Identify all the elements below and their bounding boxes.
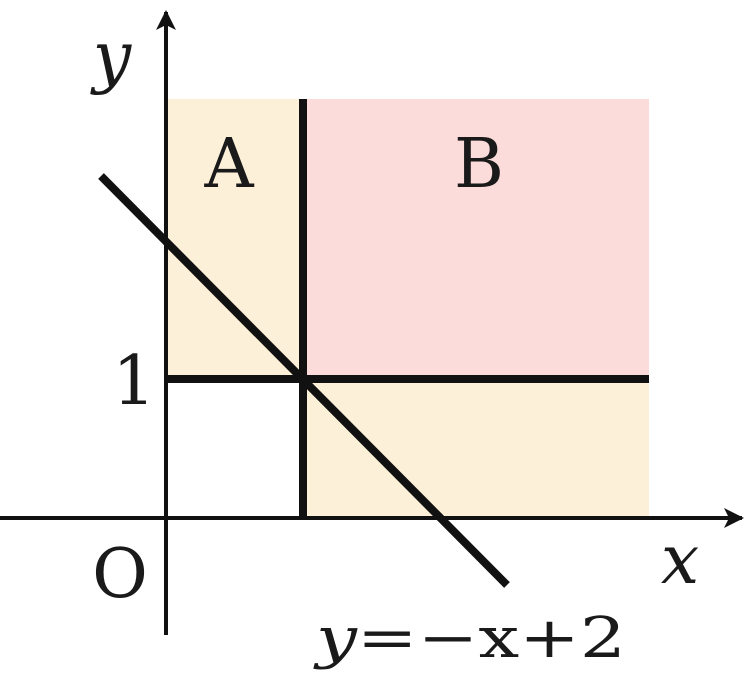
equation-lhs: y: [312, 606, 359, 671]
region-b-label: B: [454, 125, 504, 204]
equation-rhs: −x+2: [418, 606, 626, 671]
equation-equals: =: [357, 606, 418, 671]
region-a-upper-left: [166, 99, 303, 379]
line-equation-label: y=−x+2: [312, 606, 626, 671]
y-tick-label-1: 1: [112, 342, 155, 421]
line-y-neg-x-plus-2: [98, 173, 510, 588]
region-b: [303, 99, 649, 379]
region-a-lower-right: [303, 379, 649, 518]
x-axis-label: x: [661, 521, 699, 600]
origin-label: O: [92, 535, 148, 614]
region-a-label: A: [203, 125, 254, 204]
y-axis-label: y: [90, 18, 133, 97]
